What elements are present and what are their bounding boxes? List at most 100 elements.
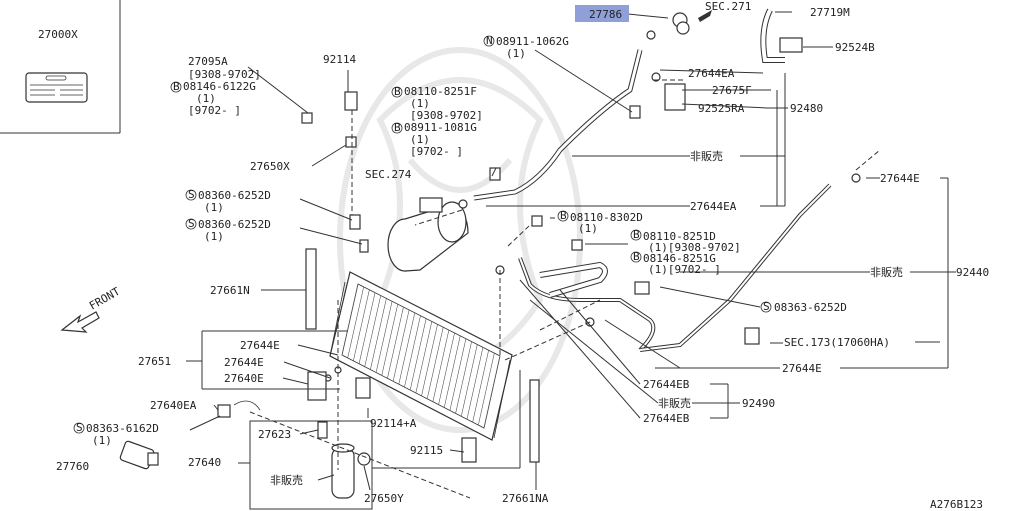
label-27640ea[interactable]: 27640EA bbox=[150, 399, 197, 412]
label-27640[interactable]: 27640 bbox=[188, 456, 221, 469]
label-27644e-2[interactable]: 27644E bbox=[782, 362, 822, 375]
label-27644ea-2[interactable]: 27644EA bbox=[690, 200, 737, 213]
label-92490[interactable]: 92490 bbox=[742, 397, 775, 410]
label-92480[interactable]: 92480 bbox=[790, 102, 823, 115]
highlight-27786 bbox=[575, 5, 629, 22]
label-27651[interactable]: 27651 bbox=[138, 355, 171, 368]
svg-text:B: B bbox=[394, 85, 401, 98]
condenser-fin bbox=[460, 344, 478, 417]
label-92114[interactable]: 92114 bbox=[323, 53, 356, 66]
bolt-b-icon bbox=[630, 229, 642, 241]
condenser-fin bbox=[404, 315, 421, 388]
seal-27661n bbox=[305, 248, 317, 330]
label-27000x[interactable]: 27000X bbox=[38, 28, 78, 41]
label-27644e-3[interactable]: 27644E bbox=[240, 339, 280, 352]
label-08110-8302d-qty: (1) bbox=[578, 222, 598, 235]
label-08146-6122g-range: [9702- ] bbox=[188, 104, 241, 117]
condenser-fin bbox=[341, 283, 359, 356]
label-27675f[interactable]: 27675F bbox=[712, 84, 752, 97]
condenser-27651 bbox=[329, 271, 513, 441]
label-27644eb-2[interactable]: 27644EB bbox=[643, 412, 690, 425]
screw-s-icon bbox=[760, 301, 772, 313]
svg-text:S: S bbox=[188, 217, 195, 230]
label-08911-1081g[interactable]: 08911-1081G bbox=[404, 121, 477, 134]
label-08911-1062g[interactable]: 08911-1062G bbox=[496, 35, 569, 48]
svg-text:S: S bbox=[188, 188, 195, 201]
condenser-fin bbox=[364, 295, 382, 367]
label-92114a[interactable]: 92114+A bbox=[370, 417, 417, 430]
label-27760[interactable]: 27760 bbox=[56, 460, 89, 473]
label-27644e-1[interactable]: 27644E bbox=[880, 172, 920, 185]
compressor-sec274 bbox=[387, 197, 469, 272]
label-27661n[interactable]: 27661N bbox=[210, 284, 250, 297]
label-08110-8251f-range: [9308-9702] bbox=[410, 109, 483, 122]
svg-text:B: B bbox=[394, 121, 401, 134]
label-08363-6162d-qty: (1) bbox=[92, 434, 112, 447]
label-92115[interactable]: 92115 bbox=[410, 444, 443, 457]
label-27644e-4[interactable]: 27644E bbox=[224, 356, 264, 369]
label-92440[interactable]: 92440 bbox=[956, 266, 989, 279]
svg-text:B: B bbox=[560, 209, 567, 222]
label-27644ea-1[interactable]: 27644EA bbox=[688, 67, 735, 80]
label-92525ra[interactable]: 92525RA bbox=[698, 102, 745, 115]
seal-27661na bbox=[529, 379, 540, 463]
label-08146-8251g-qty: (1)[9702- ] bbox=[648, 263, 721, 276]
label-27095a[interactable]: 27095A bbox=[188, 55, 228, 68]
leader-lines bbox=[186, 11, 956, 499]
label-27644eb-1[interactable]: 27644EB bbox=[643, 378, 690, 391]
condenser-fin bbox=[478, 353, 495, 426]
bolt-b-icon bbox=[630, 251, 642, 263]
label-08110-8302d[interactable]: 08110-8302D bbox=[570, 211, 643, 224]
bolt-b-icon bbox=[170, 81, 182, 93]
condenser-fin bbox=[421, 324, 438, 396]
label-27623[interactable]: 27623 bbox=[258, 428, 291, 441]
label-08110-8251f-qty: (1) bbox=[410, 97, 430, 110]
condenser-fin bbox=[375, 301, 393, 373]
fittings bbox=[217, 12, 861, 466]
label-08110-8251d[interactable]: 08110-8251D bbox=[643, 230, 716, 243]
label-sec274[interactable]: SEC.274 bbox=[365, 168, 412, 181]
condenser-fin bbox=[347, 286, 364, 358]
condenser-fin bbox=[472, 350, 489, 423]
label-27786[interactable]: 27786 bbox=[589, 8, 622, 21]
label-08911-1081g-range: [9702- ] bbox=[410, 145, 463, 158]
label-box-27000x bbox=[0, 0, 121, 134]
label-sec271[interactable]: SEC.271 bbox=[705, 0, 751, 13]
label-27661na[interactable]: 27661NA bbox=[502, 492, 549, 505]
label-08363-6252d[interactable]: 08363-6252D bbox=[774, 301, 847, 314]
label-08363-6162d[interactable]: 08363-6162D bbox=[86, 422, 159, 435]
label-sec173[interactable]: SEC.173(17060HA) bbox=[784, 336, 890, 349]
condenser-fin bbox=[438, 332, 455, 405]
label-08360-6252d-1[interactable]: 08360-6252D bbox=[198, 189, 271, 202]
label-27650y[interactable]: 27650Y bbox=[364, 492, 404, 505]
label-08110-8251f[interactable]: 08110-8251F bbox=[404, 85, 477, 98]
screw-s-icon bbox=[73, 422, 85, 434]
nut-n-icon bbox=[483, 35, 495, 47]
label-27650x[interactable]: 27650X bbox=[250, 160, 290, 173]
label-08911-1081g-qty: (1) bbox=[410, 133, 430, 146]
label-92524b[interactable]: 92524B bbox=[835, 41, 875, 54]
label-08146-8251g[interactable]: 08146-8251G bbox=[643, 252, 716, 265]
label-27640e[interactable]: 27640E bbox=[224, 372, 264, 385]
bolt-b-icon bbox=[391, 86, 403, 98]
screw-s-icon bbox=[185, 218, 197, 230]
condenser-fin bbox=[398, 312, 416, 385]
svg-text:B: B bbox=[633, 228, 640, 241]
diagram-reference-code: A276B123 bbox=[930, 498, 983, 511]
label-not-sold-4: 非販売 bbox=[270, 474, 303, 487]
label-27719m[interactable]: 27719M bbox=[810, 6, 850, 19]
condenser-fin bbox=[409, 318, 427, 391]
condenser-fin bbox=[381, 304, 399, 376]
label-27095a-range: [9308-9702] bbox=[188, 68, 261, 81]
svg-text:S: S bbox=[763, 300, 770, 313]
condenser-fin bbox=[455, 341, 472, 414]
label-08146-6122g[interactable]: 08146-6122G bbox=[183, 80, 256, 93]
label-not-sold-3: 非販売 bbox=[658, 397, 691, 410]
label-08360-6252d-2[interactable]: 08360-6252D bbox=[198, 218, 271, 231]
label-08360-6252d-1-qty: (1) bbox=[204, 201, 224, 214]
condenser-fin bbox=[443, 335, 461, 408]
condenser-fin bbox=[415, 321, 433, 394]
label-08911-1062g-qty: (1) bbox=[506, 47, 526, 60]
